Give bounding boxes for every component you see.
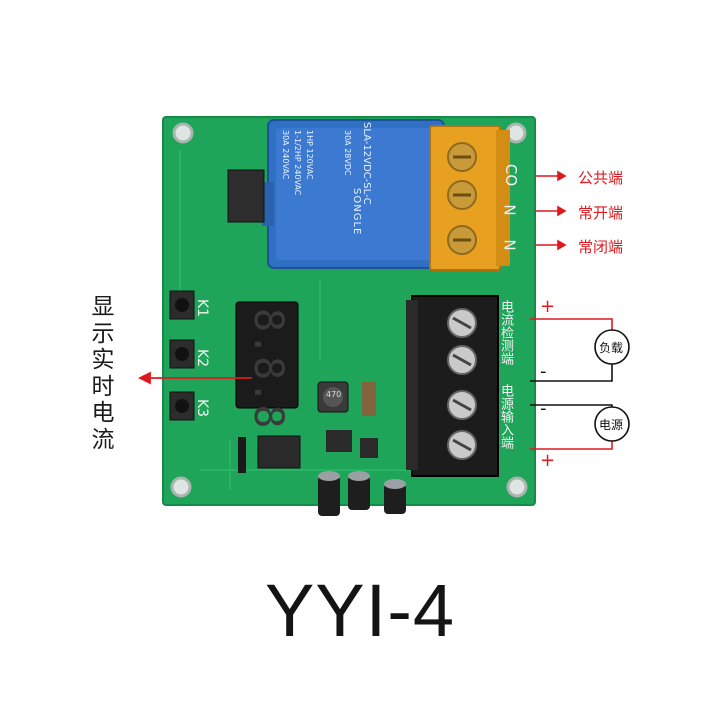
terminal-letter-co: CO: [502, 163, 521, 187]
relay-rating-4: 30A 28VDC: [343, 130, 352, 176]
capacitors: [318, 471, 406, 516]
tactile-buttons: [169, 290, 195, 421]
load-label: 负载: [599, 341, 624, 355]
label-common: 公共端: [578, 169, 624, 187]
inductor-marking: 470: [326, 390, 342, 399]
power-plus: +: [540, 450, 556, 471]
seven-segment-display: [235, 301, 299, 409]
terminal-letter-no: N: [500, 204, 519, 216]
side-label: 显示实时电流: [91, 294, 115, 453]
label-normally-open: 常开端: [578, 204, 624, 222]
display-digits: 8.8.8: [245, 308, 291, 429]
terminal-letter-nc: N: [500, 239, 519, 251]
relay-terminal-arrows: [535, 170, 567, 251]
power-label: 电源: [599, 418, 624, 432]
power-minus: -: [540, 398, 547, 419]
relay-rating-2: 1-1/2HP 240VAC: [293, 130, 302, 196]
power-wiring: [530, 404, 630, 450]
load-wiring: [530, 318, 630, 382]
relay-rating-3: 30A 240VAC: [281, 130, 290, 180]
relay: [262, 119, 445, 269]
load-minus: -: [540, 361, 547, 382]
relay-rating-1: 1HP 120VAC: [305, 130, 314, 180]
orange-terminal-block: [429, 125, 510, 271]
button-label-k1: K1: [194, 298, 211, 318]
label-normally-closed: 常闭端: [578, 238, 624, 256]
model-title: YYI-4: [264, 569, 456, 652]
components: [227, 169, 378, 473]
button-label-k2: K2: [194, 348, 211, 368]
power-input-text: 电源输入端: [498, 384, 513, 449]
display-arrow: [137, 371, 252, 385]
current-detect-text: 电流检测端: [498, 300, 513, 365]
load-plus: +: [540, 296, 556, 317]
black-terminal-block: [406, 295, 499, 477]
button-label-k3: K3: [194, 398, 211, 418]
relay-model: SLA-12VDC-SL-C: [361, 122, 372, 205]
